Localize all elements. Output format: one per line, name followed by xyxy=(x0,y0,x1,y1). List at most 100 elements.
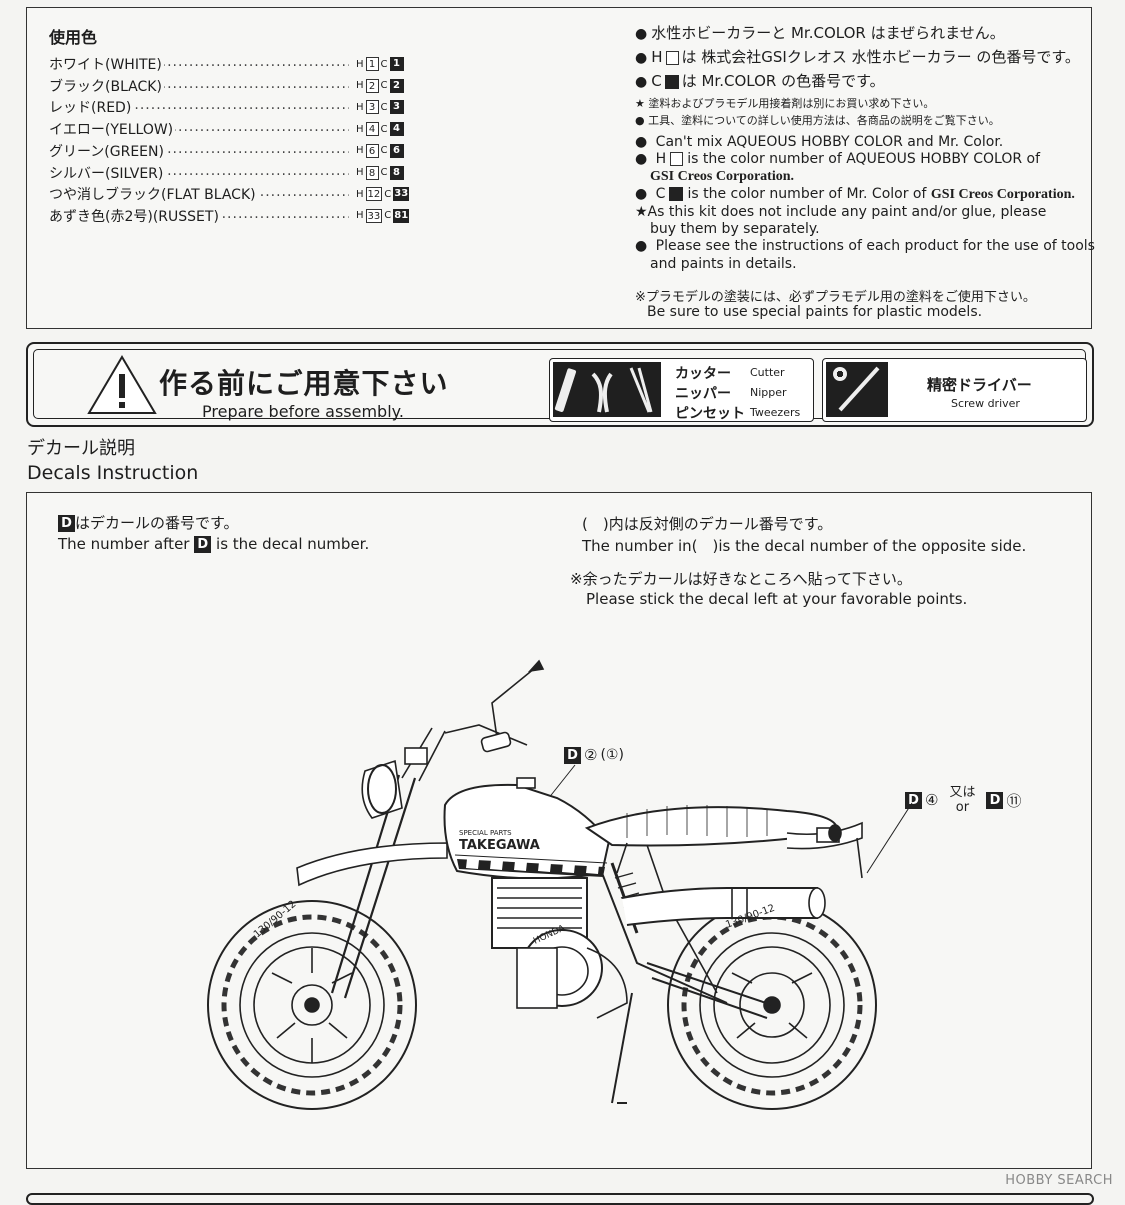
note-paint-sold-separately-jp: ★ 塗料およびプラモデル用接着剤は別にお買い求め下さい。 xyxy=(635,97,935,110)
paint-name: ホワイト(WHITE) xyxy=(49,54,164,74)
tool-screwdriver-en: Screw driver xyxy=(951,397,1020,410)
note-plastic-paint-jp: ※プラモデルの塗装には、必ずプラモデル用の塗料をご使用下さい。 xyxy=(635,290,1036,305)
front-fender xyxy=(296,842,448,887)
h-code-box: 6 xyxy=(365,143,379,158)
paint-title: 使用色 xyxy=(49,28,98,47)
tools-box-cutting: カッター Cutter ニッパー Nipper ピンセット Tweezers xyxy=(549,358,814,422)
h-label: H xyxy=(356,188,364,200)
motorcycle-illustration: SPECIAL PARTS TAKEGAWA HONDA xyxy=(207,659,913,1110)
headlight xyxy=(361,747,428,819)
paint-row: レッド(RED)................................… xyxy=(49,97,404,118)
prepare-banner-inner: 作る前にご用意下さい Prepare before assembly. カッター… xyxy=(33,349,1087,422)
c-label: C xyxy=(380,145,388,157)
c-code-box: 81 xyxy=(393,208,410,223)
h-label: H xyxy=(356,101,364,113)
note-plastic-paint-en: Be sure to use special paints for plasti… xyxy=(647,304,983,320)
paint-name: イエロー(YELLOW) xyxy=(49,119,176,140)
next-section-bar xyxy=(26,1193,1094,1205)
prepare-banner: 作る前にご用意下さい Prepare before assembly. カッター… xyxy=(26,342,1094,427)
decal-number-note-en: The number after D is the decal number. xyxy=(58,535,370,553)
paint-row: つや消しブラック(FLAT BLACK)....................… xyxy=(49,184,410,205)
paint-row: ブラック(BLACK).............................… xyxy=(49,75,404,97)
c-label: C xyxy=(380,167,388,178)
h-code-box: 4 xyxy=(365,122,379,137)
h-code-box: 12 xyxy=(365,187,383,202)
note-h-en-company: GSI Creos Corporation. xyxy=(650,169,795,184)
h-code-box: 2 xyxy=(365,78,379,93)
c-label: C xyxy=(380,101,388,113)
note-no-mix-jp: ●水性ホビーカラーと Mr.COLOR はまぜられません。 xyxy=(635,24,1005,42)
paint-name: レッド(RED) xyxy=(49,97,134,118)
tool-screwdriver-jp: 精密ドライバー xyxy=(927,376,1032,394)
leftover-decal-note-en: Please stick the decal left at your favo… xyxy=(586,590,968,608)
prepare-title-en: Prepare before assembly. xyxy=(202,402,404,421)
paint-name: ブラック(BLACK) xyxy=(49,75,164,96)
decals-title-jp: デカール説明 xyxy=(27,438,135,459)
tool-cutter-jp: カッター xyxy=(675,366,731,382)
note-no-mix-en: ● Can't mix AQUEOUS HOBBY COLOR and Mr. … xyxy=(635,134,1004,150)
h-label: H xyxy=(356,167,364,178)
h-label: H xyxy=(356,58,364,70)
paint-row: グリーン(GREEN).............................… xyxy=(49,140,404,162)
fuel-tank xyxy=(443,777,611,880)
c-code-box: 3 xyxy=(389,100,404,115)
h-label: H xyxy=(356,210,364,222)
prepare-title-jp: 作る前にご用意下さい xyxy=(159,367,449,400)
tool-tweezers-en: Tweezers xyxy=(750,406,801,419)
paint-name: あずき色(赤2号)(RUSSET) xyxy=(49,205,221,226)
tool-nipper-jp: ニッパー xyxy=(675,386,731,402)
c-code-box: 8 xyxy=(389,165,404,180)
tank-logo-takegawa: TAKEGAWA xyxy=(459,838,540,853)
h-code-box: 1 xyxy=(365,57,379,71)
engine xyxy=(491,877,628,1019)
c-code-box: 1 xyxy=(389,57,404,71)
paint-name: つや消しブラック(FLAT BLACK) xyxy=(49,184,258,205)
h-label: H xyxy=(356,80,364,92)
paint-panel: 使用色 ホワイト(WHITE).........................… xyxy=(26,7,1095,329)
paint-row: ホワイト(WHITE).............................… xyxy=(49,54,404,75)
h-code-box: 3 xyxy=(365,100,379,115)
warning-triangle-icon xyxy=(87,355,157,414)
tank-logo-small: SPECIAL PARTS xyxy=(459,829,512,837)
front-wheel xyxy=(207,900,417,1110)
h-code-box: 33 xyxy=(365,208,383,223)
paint-row: イエロー(YELLOW)............................… xyxy=(49,119,404,140)
c-label: C xyxy=(380,80,388,92)
tool-nipper-en: Nipper xyxy=(750,386,787,399)
paint-row: あずき色(赤2号)(RUSSET).......................… xyxy=(49,205,410,227)
c-code-box: 2 xyxy=(389,78,404,93)
decals-title-en: Decals Instruction xyxy=(27,462,199,484)
c-label: C xyxy=(380,123,388,135)
leftover-decal-note-jp: ※余ったデカールは好きなところへ貼って下さい。 xyxy=(570,570,912,588)
h-label: H xyxy=(356,123,364,135)
cutter-nipper-tweezers-icon xyxy=(553,362,661,417)
h-code-box: 8 xyxy=(365,165,379,180)
hobby-search-watermark: HOBBY SEARCH xyxy=(1005,1173,1113,1188)
seat xyxy=(584,806,839,847)
exhaust xyxy=(621,887,826,926)
c-code-box: 6 xyxy=(389,143,404,158)
leader-dots: ........................................… xyxy=(69,97,349,114)
tool-cutter-en: Cutter xyxy=(750,366,785,379)
c-label: C xyxy=(384,210,392,222)
tools-box-screwdriver: 精密ドライバー Screw driver xyxy=(822,358,1087,422)
c-label: C xyxy=(380,58,388,70)
c-label: C xyxy=(384,188,392,200)
h-label: H xyxy=(356,145,364,157)
c-code-box: 33 xyxy=(393,187,410,202)
